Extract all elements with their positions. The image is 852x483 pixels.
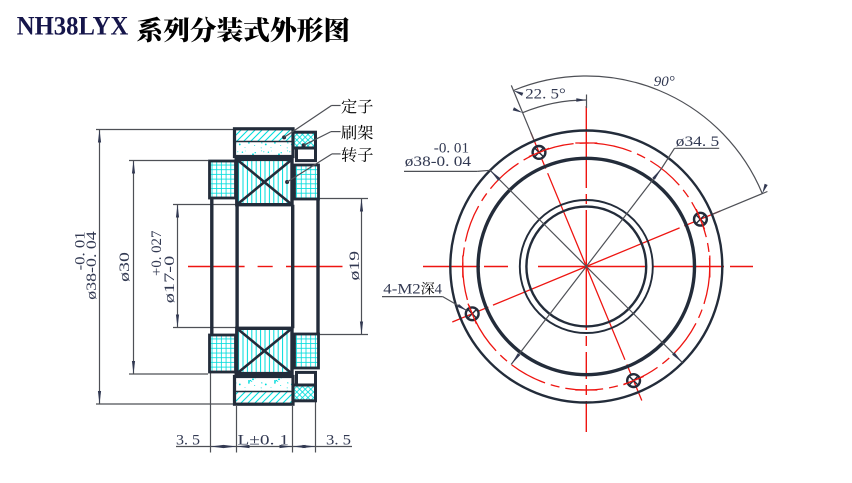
svg-text:ø34. 5: ø34. 5 xyxy=(676,134,719,150)
svg-text:90°: 90° xyxy=(654,74,675,90)
svg-text:+0. 027: +0. 027 xyxy=(149,230,165,276)
svg-text:4-M2: 4-M2 xyxy=(383,282,420,298)
svg-text:4: 4 xyxy=(435,282,442,298)
svg-text:ø38-0. 04: ø38-0. 04 xyxy=(405,154,472,170)
svg-text:-0. 01: -0. 01 xyxy=(73,231,89,270)
svg-text:NH38LYX: NH38LYX xyxy=(17,10,129,40)
svg-text:3. 5: 3. 5 xyxy=(176,432,200,448)
svg-text:-0. 01: -0. 01 xyxy=(434,141,469,157)
svg-text:22. 5°: 22. 5° xyxy=(525,87,566,103)
svg-text:ø30: ø30 xyxy=(117,252,133,282)
svg-text:3. 5: 3. 5 xyxy=(326,432,351,448)
svg-text:ø38-0. 04: ø38-0. 04 xyxy=(84,231,100,300)
svg-text:ø17-0: ø17-0 xyxy=(162,256,178,304)
svg-text:ø19: ø19 xyxy=(347,251,363,281)
svg-text:L±0. 1: L±0. 1 xyxy=(238,432,289,448)
